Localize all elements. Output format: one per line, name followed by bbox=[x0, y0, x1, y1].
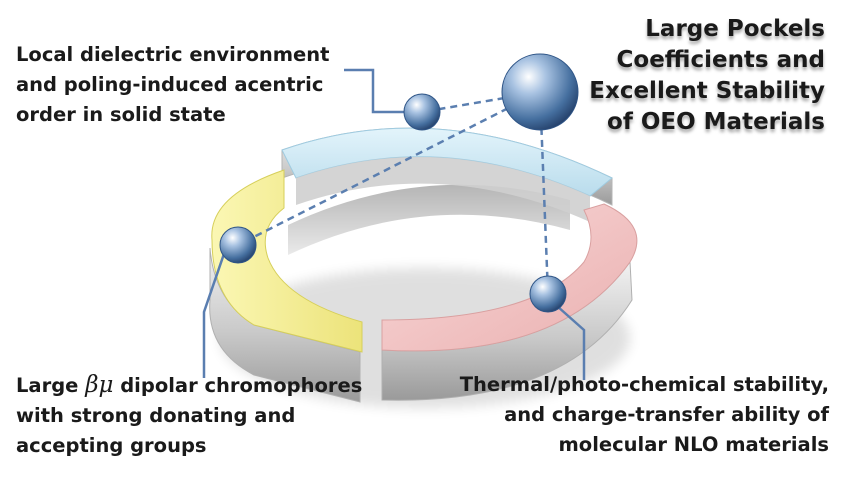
label-top-left: Local dielectric environment and poling-… bbox=[16, 40, 329, 130]
title-line: Coefficients and bbox=[616, 47, 825, 73]
segment-top-inner bbox=[296, 156, 590, 222]
dashed-links bbox=[237, 90, 550, 295]
sphere-top-left bbox=[403, 93, 441, 131]
label-line: Thermal/photo-chemical stability, bbox=[459, 373, 829, 396]
segment-right-surface bbox=[381, 203, 638, 352]
label-line: order in solid state bbox=[16, 103, 226, 126]
label-text: Large bbox=[16, 374, 86, 397]
label-bottom-right: Thermal/photo-chemical stability, and ch… bbox=[460, 370, 829, 460]
ring-inner-wall bbox=[288, 184, 570, 255]
sphere-left bbox=[219, 226, 257, 264]
label-line: and poling-induced acentric bbox=[16, 73, 324, 96]
label-bottom-left: Large βμ dipolar chromophores with stron… bbox=[16, 370, 362, 461]
title-line: Large Pockels bbox=[645, 16, 825, 42]
greek-symbol: βμ bbox=[85, 372, 114, 398]
label-line: accepting groups bbox=[16, 434, 207, 457]
callout-lines bbox=[202, 68, 586, 380]
label-line: Large βμ dipolar chromophores bbox=[16, 370, 362, 401]
segment-left-side bbox=[209, 247, 361, 403]
label-line: with strong donating and bbox=[16, 404, 296, 427]
label-line: Local dielectric environment bbox=[16, 43, 330, 66]
label-line: and charge-transfer ability of bbox=[504, 403, 829, 426]
sphere-right bbox=[529, 275, 567, 313]
title-line: Excellent Stability bbox=[589, 78, 825, 104]
title-line: of OEO Materials bbox=[607, 109, 825, 135]
label-line: molecular NLO materials bbox=[558, 433, 829, 456]
diagram-title: Large Pockels Coefficients and Excellent… bbox=[589, 14, 825, 138]
sphere-large bbox=[501, 53, 579, 131]
segment-left-surface bbox=[211, 169, 363, 353]
label-text: dipolar chromophores bbox=[113, 374, 363, 397]
